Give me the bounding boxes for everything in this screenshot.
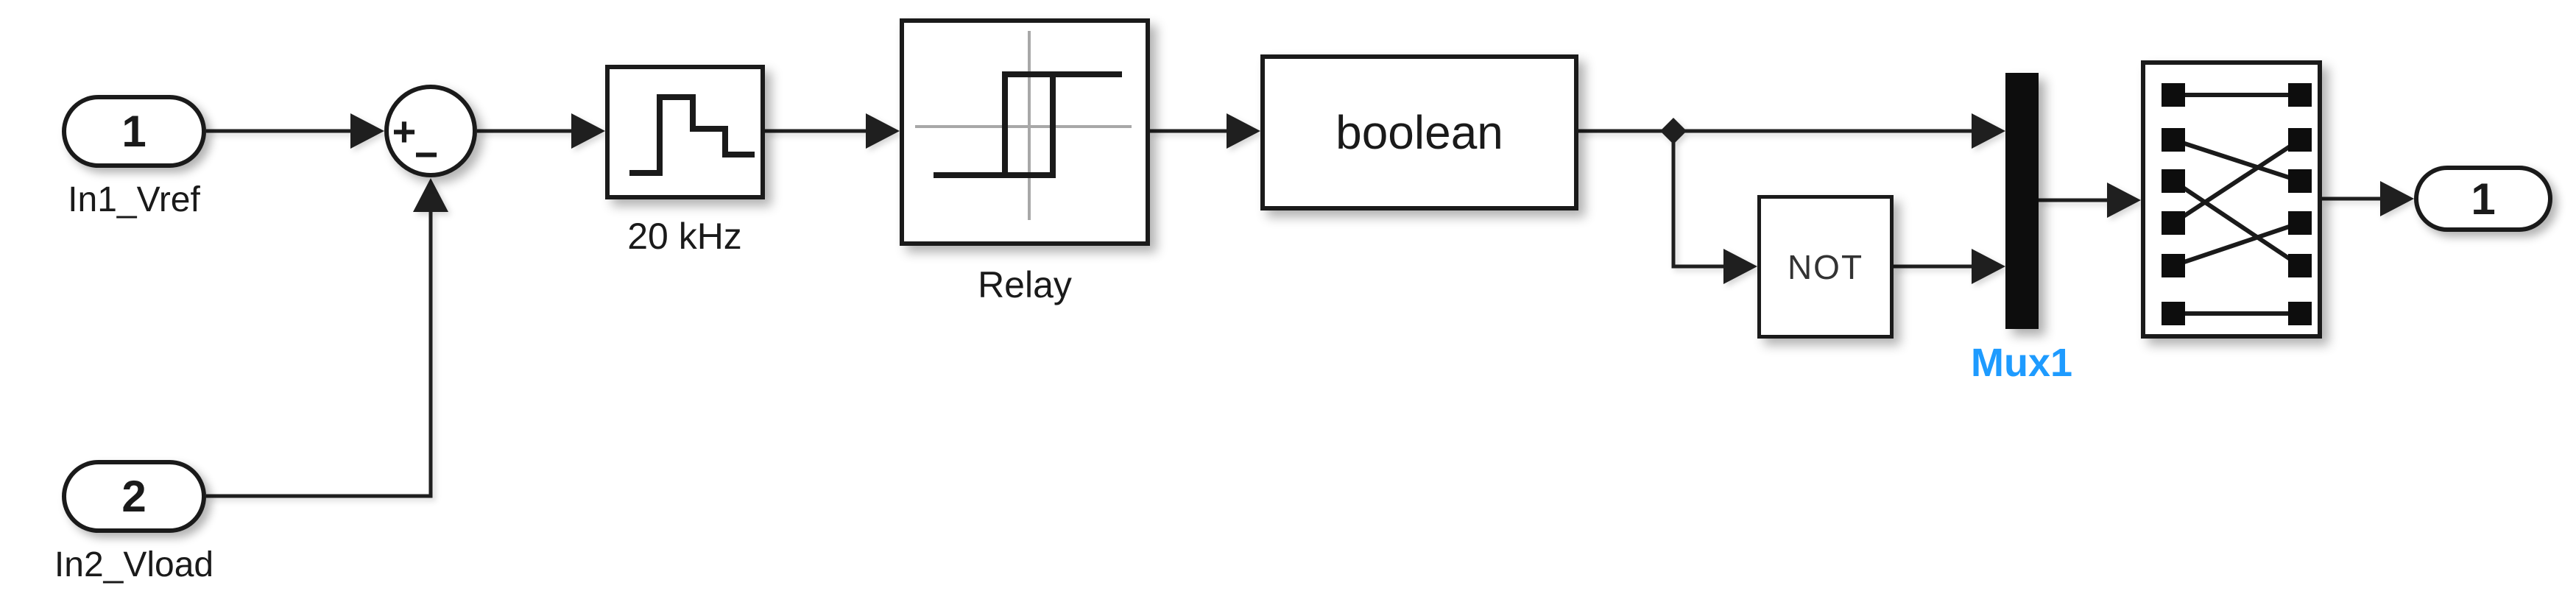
wire-segment (1671, 131, 1725, 269)
wire-branch-to-not[interactable] (1671, 131, 1757, 284)
sum-block[interactable]: + − (384, 85, 477, 177)
arrowhead (350, 113, 384, 149)
wire-in2-to-sum[interactable] (206, 178, 448, 498)
not-text: NOT (1787, 247, 1864, 286)
minus-sign: − (414, 131, 439, 177)
wire-sum-to-sample-hold[interactable] (477, 113, 605, 149)
arrowhead (866, 113, 900, 149)
relay-block[interactable] (900, 18, 1150, 246)
wire-segment (206, 211, 433, 498)
arrowhead (1723, 249, 1757, 284)
arrowhead (1227, 113, 1260, 149)
inport-block-1[interactable]: 1 (62, 95, 206, 168)
wire-boolean-to-mux[interactable] (1578, 113, 2005, 149)
inport-1-label[interactable]: In1_Vref (68, 180, 200, 219)
not-block[interactable]: NOT (1757, 195, 1894, 339)
zero-order-hold-block[interactable] (605, 65, 765, 199)
mux-block[interactable] (2005, 73, 2039, 329)
selector-block[interactable] (2141, 60, 2322, 339)
wire-sample-hold-to-relay[interactable] (765, 113, 900, 149)
arrowhead (571, 113, 605, 149)
boolean-text: boolean (1335, 106, 1503, 159)
outport-1-number: 1 (2471, 174, 2496, 224)
inport-2-number: 2 (121, 472, 147, 521)
mux-label[interactable]: Mux1 (1970, 341, 2073, 385)
zero-order-hold-label[interactable]: 20 kHz (627, 216, 742, 257)
outport-block-1[interactable]: 1 (2414, 166, 2552, 232)
wire-mux-to-selector[interactable] (2039, 183, 2141, 218)
relay-label[interactable]: Relay (978, 264, 1072, 305)
inport-1-number: 1 (121, 107, 147, 156)
wire-selector-to-outport[interactable] (2322, 181, 2414, 216)
arrowhead (2107, 183, 2141, 218)
wire-in1-to-sum[interactable] (206, 113, 384, 149)
inport-block-2[interactable]: 2 (62, 460, 206, 533)
arrowhead (413, 178, 448, 212)
data-type-conversion-block[interactable]: boolean (1260, 54, 1578, 210)
wire-relay-to-boolean[interactable] (1150, 113, 1260, 149)
arrowhead (2380, 181, 2414, 216)
wire-not-to-mux[interactable] (1894, 249, 2005, 284)
plus-sign: + (392, 108, 417, 155)
selector-routing-icon (2162, 83, 2312, 325)
staircase-icon (629, 94, 755, 176)
arrowhead (1972, 113, 2005, 149)
hysteresis-icon (915, 31, 1132, 220)
inport-2-label[interactable]: In2_Vload (54, 545, 214, 584)
arrowhead (1972, 249, 2005, 284)
